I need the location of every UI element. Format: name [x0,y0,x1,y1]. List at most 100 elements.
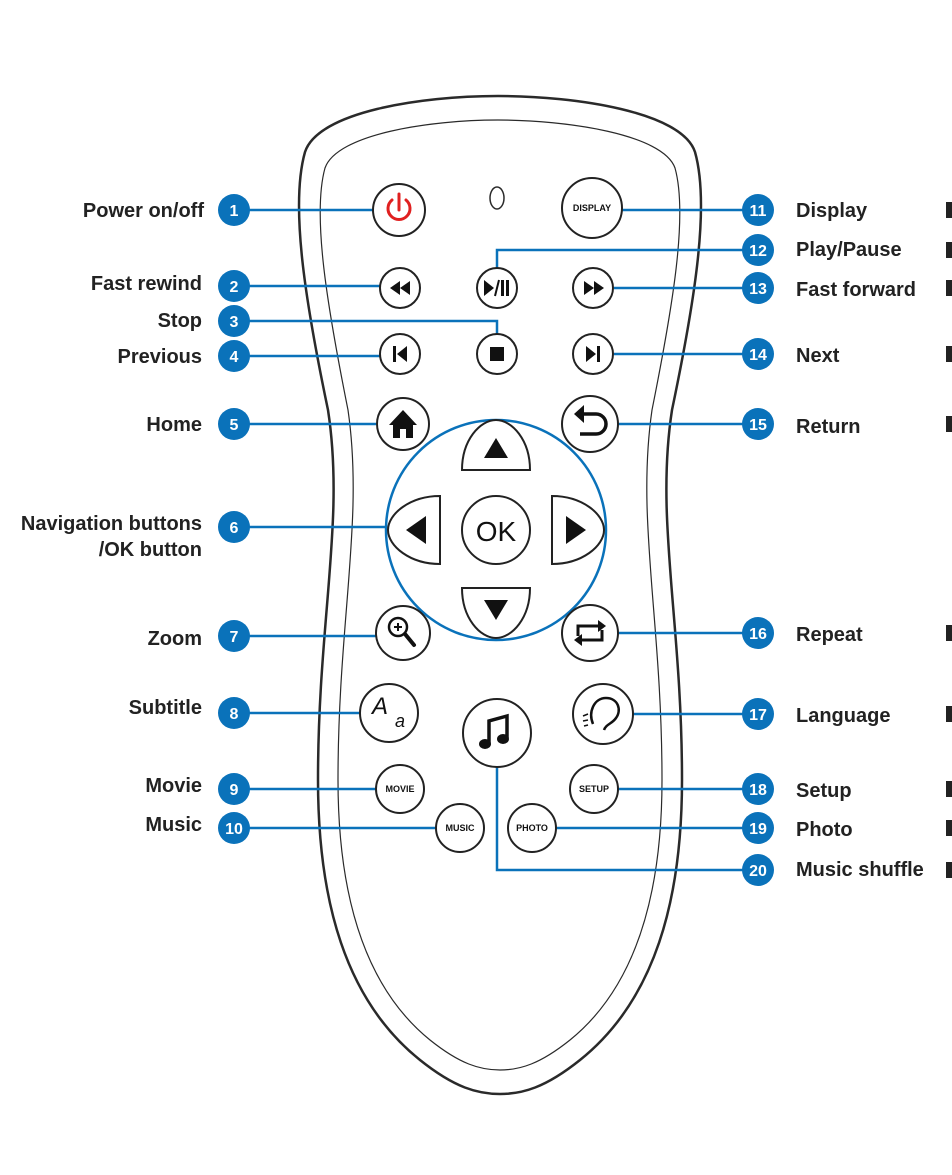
callout-5: 5 Home [146,408,250,440]
callout-label: Play/Pause [796,239,902,261]
display-button-label: DISPLAY [573,203,611,213]
repeat-icon [574,620,606,646]
callout-label: Photo [796,819,853,841]
callout-label: Music shuffle [796,859,924,881]
callout-number: 4 [230,349,239,366]
callout-badge [218,305,250,337]
ok-button-label: OK [476,516,517,547]
setup-button-label: SETUP [579,784,609,794]
callout-number: 18 [749,782,767,799]
callout-13: 13 Fast forward [742,272,916,304]
callout-3: 3 Stop [158,305,250,337]
callout-number: 5 [230,417,239,434]
movie-button[interactable]: MOVIE [375,764,425,814]
callout-badge [218,270,250,302]
callout-number: 12 [749,243,767,260]
callout-label: Zoom [148,628,202,650]
callout-12: 12 Play/Pause [742,234,902,266]
callout-label: Next [796,345,840,367]
callout-number: 2 [230,279,239,296]
callout-4: 4 Previous [118,340,250,372]
nav-right-button[interactable] [551,494,606,566]
callout-badge [218,773,250,805]
power-button[interactable] [372,183,426,237]
callout-label: Previous [118,346,202,368]
callout-badge [742,234,774,266]
nav-down-button[interactable] [460,587,532,640]
edge-marks [946,202,952,878]
music-button-label: MUSIC [446,823,476,833]
music-button[interactable]: MUSIC [435,803,485,853]
nav-left-button[interactable] [386,494,441,566]
music-note-icon [479,713,509,749]
callout-badge [218,194,250,226]
fast-forward-button[interactable] [572,267,614,309]
photo-button[interactable]: PHOTO [507,803,557,853]
callout-7: 7 Zoom [148,620,250,652]
callout-number: 20 [749,863,767,880]
music-shuffle-button[interactable] [462,698,532,768]
stop-icon [490,347,504,361]
ok-button[interactable]: OK [461,495,531,565]
callout-17: 17 Language [742,698,890,730]
callout-label: Movie [145,775,202,797]
next-button[interactable] [572,333,614,375]
arrow-down-icon [484,600,508,620]
photo-button-label: PHOTO [516,823,548,833]
language-icon [582,696,620,731]
callout-badge [742,812,774,844]
callout-number: 7 [230,629,239,646]
repeat-button[interactable] [561,604,619,662]
arrow-left-icon [406,516,426,544]
callout-8: 8 Subtitle [129,697,250,729]
callout-2: 2 Fast rewind [91,270,250,302]
previous-button[interactable] [379,333,421,375]
return-button[interactable] [561,395,619,453]
stop-button[interactable] [476,333,518,375]
callout-badge [218,408,250,440]
callout-label: Display [796,200,868,222]
arrow-up-icon [484,438,508,458]
callout-badge [218,812,250,844]
language-button[interactable] [572,683,634,745]
callout-label-line2: /OK button [99,539,202,561]
fast-forward-icon [584,281,604,295]
callout-1: 1 Power on/off [83,194,250,226]
navigation-pad: OK [386,418,606,640]
callout-18: 18 Setup [742,773,852,805]
play-pause-button[interactable] [476,267,518,309]
play-pause-icon [484,279,509,297]
callout-9: 9 Movie [145,773,250,805]
previous-icon [393,346,407,362]
home-icon [389,410,417,438]
zoom-button[interactable] [375,605,431,661]
callout-15: 15 Return [742,408,860,440]
callout-number: 14 [749,347,767,364]
nav-up-button[interactable] [460,418,532,471]
callout-badge [742,773,774,805]
callout-6: 6 Navigation buttons /OK button [21,511,250,561]
callout-badge [742,698,774,730]
setup-button[interactable]: SETUP [569,764,619,814]
callout-number: 11 [750,203,767,220]
callout-label: Home [146,414,202,436]
callout-label: Fast forward [796,279,916,301]
callout-badge [742,194,774,226]
callout-label: Return [796,416,860,438]
subtitle-button[interactable]: A a [359,683,419,743]
callout-number: 8 [230,706,239,723]
callout-badge [218,697,250,729]
movie-button-label: MOVIE [385,784,414,794]
zoom-icon [387,616,416,647]
return-icon [574,405,608,436]
callout-label: Navigation buttons [21,513,202,535]
home-button[interactable] [376,397,430,451]
callout-badge [218,340,250,372]
subtitle-icon: A a [370,693,405,731]
callout-badge [742,408,774,440]
rewind-button[interactable] [379,267,421,309]
callout-number: 15 [749,417,767,434]
display-button[interactable]: DISPLAY [561,177,623,239]
callout-badge [218,620,250,652]
